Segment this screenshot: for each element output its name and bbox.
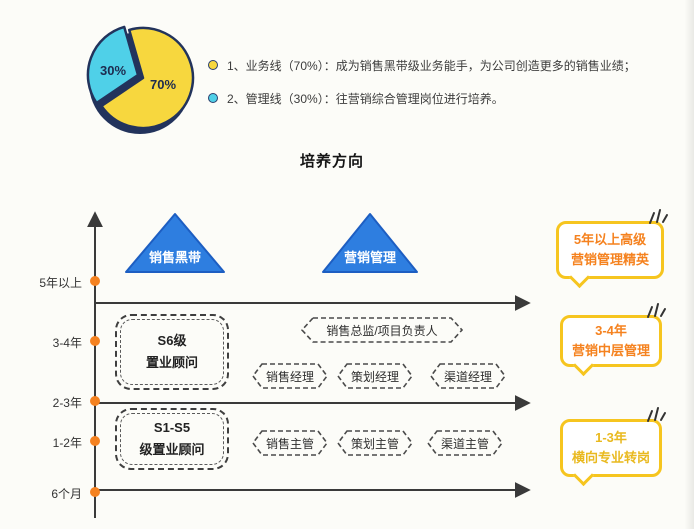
pie-slice-business: [100, 26, 195, 130]
emphasis-spark-icon: [647, 407, 666, 422]
role-box-planning-manager-shape: [337, 363, 413, 389]
emphasis-spark-icon: [647, 303, 666, 318]
axis-label-2-3y: 2-3年: [52, 396, 82, 410]
callout-5y-line2: 营销管理精英: [570, 252, 649, 267]
callout-bubble-3-4y: 3-4年 营销中层管理: [560, 303, 666, 367]
role-box-director-shape: [301, 317, 463, 343]
axis-label-6m: 6个月: [51, 487, 82, 501]
axis-label-3-4y: 3-4年: [52, 336, 82, 350]
callout-bubble-5y: 5年以上高级 营销管理精英: [556, 209, 668, 279]
legend-text-business: 1、业务线（70%）：成为销售黑带级业务能手，为公司创造更多的销售业绩；: [227, 59, 636, 73]
axis-label-1-2y: 1-2年: [52, 436, 82, 450]
milestone-dot-2-3y: [90, 396, 100, 406]
track-label-marketing: 营销管理: [343, 250, 396, 265]
career-box-s6: S6级 置业顾问: [115, 314, 229, 390]
pie-label-business: 70%: [150, 77, 177, 92]
career-box-s6-line2: 置业顾问: [145, 355, 198, 370]
career-box-s6-line1: S6级: [157, 332, 187, 348]
milestone-dot-6m: [90, 487, 100, 497]
role-box-planning-supervisor: 策划主管: [337, 430, 413, 456]
role-box-sales-manager-shape: [252, 363, 328, 389]
track-label-sales: 销售黑带: [148, 250, 201, 265]
role-box-planning-supervisor-shape: [337, 430, 413, 456]
callout-bubble-1-3y: 1-3年 横向专业转岗: [560, 407, 666, 477]
legend-dot-business-icon: [208, 60, 218, 70]
career-box-s1-s5: S1-S5 级置业顾问: [115, 408, 229, 470]
emphasis-spark-icon: [649, 209, 668, 224]
role-box-channel-manager-shape: [430, 363, 506, 389]
role-label-sales-supervisor: 销售主管: [265, 436, 314, 451]
role-box-channel-supervisor: 渠道主管: [427, 430, 503, 456]
pie-chart: [86, 25, 195, 134]
callout-3-4y-line2: 营销中层管理: [571, 343, 650, 358]
pie-legend: 1、业务线（70%）：成为销售黑带级业务能手，为公司创造更多的销售业绩； 2、管…: [208, 57, 694, 123]
callout-3-4y-line1: 3-4年: [595, 322, 627, 338]
role-box-channel-supervisor-shape: [427, 430, 503, 456]
role-label-channel-supervisor: 渠道主管: [440, 436, 489, 451]
role-box-sales-supervisor-shape: [252, 430, 328, 456]
role-label-channel-manager: 渠道经理: [443, 369, 492, 384]
role-box-sales-manager: 销售经理: [252, 363, 328, 389]
milestone-dot-5y: [90, 276, 100, 286]
role-box-director: 销售总监/项目负责人: [301, 317, 463, 343]
legend-item-business: 1、业务线（70%）：成为销售黑带级业务能手，为公司创造更多的销售业绩；: [208, 57, 694, 75]
callout-1-3y-line1: 1-3年: [595, 429, 627, 445]
role-label-planning-manager: 策划经理: [350, 369, 399, 384]
career-box-s1-s5-line2: 级置业顾问: [139, 442, 205, 457]
legend-text-management: 2、管理线（30%）：往营销综合管理岗位进行培养。: [227, 92, 504, 106]
pie-slice-management: [86, 25, 140, 105]
milestone-dot-1-2y: [90, 436, 100, 446]
milestone-dot-3-4y: [90, 336, 100, 346]
role-label-planning-supervisor: 策划主管: [350, 436, 399, 451]
pie-label-management: 30%: [100, 63, 127, 78]
legend-dot-management-icon: [208, 93, 218, 103]
callout-1-3y-line2: 横向专业转岗: [571, 450, 650, 465]
page-edge-shadow: [684, 0, 694, 529]
role-box-planning-manager: 策划经理: [337, 363, 413, 389]
axis-label-5y: 5年以上: [39, 276, 82, 290]
career-box-s1-s5-line1: S1-S5: [153, 419, 191, 435]
page-title: 培养方向: [299, 153, 364, 170]
legend-item-management: 2、管理线（30%）：往营销综合管理岗位进行培养。: [208, 90, 694, 108]
role-label-sales-manager: 销售经理: [265, 369, 314, 384]
role-label-director: 销售总监/项目负责人: [326, 323, 438, 338]
callout-5y-line1: 5年以上高级: [573, 231, 647, 247]
role-box-sales-supervisor: 销售主管: [252, 430, 328, 456]
role-box-channel-manager: 渠道经理: [430, 363, 506, 389]
